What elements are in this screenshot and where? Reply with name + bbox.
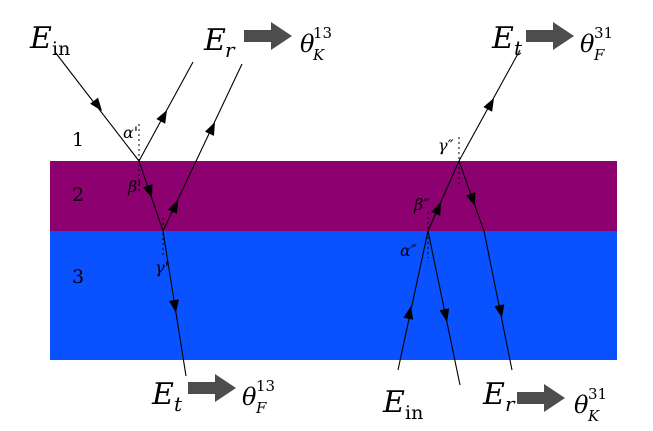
right-reflected-arrowhead [494,304,505,318]
right-incident-arrowhead [403,306,414,320]
layer-label-1: 1 [72,129,84,151]
left-e-t-label: E t [151,377,183,416]
block-right-arrow-icon [188,374,236,402]
block-right-arrow-icon [526,22,574,50]
right-internal-arrowhead [465,192,476,206]
svg-text:t: t [174,392,183,416]
left-reflected-arrowhead [156,110,167,124]
right-reflected-ray [483,230,513,371]
left-incident-arrowhead [90,97,102,111]
svg-text:θ: θ [574,391,589,419]
svg-text:F: F [255,399,267,417]
right-kerr-angle-label: θ K 31 [574,385,607,425]
svg-text:31: 31 [594,24,613,42]
svg-text:r: r [225,38,236,62]
left-kerr-angle-label: θ K 13 [300,24,332,64]
svg-text:F: F [593,46,605,64]
left-internal-arrowhead-2 [204,122,215,136]
right-e-r-label: E r [482,377,516,416]
svg-text:t: t [514,36,523,60]
right-angle-beta: β″ [413,195,429,214]
right-refracted-ray-layer2 [427,160,460,232]
right-refracted-arrowhead [431,202,441,216]
svg-text:K: K [587,407,600,425]
right-angle-gamma: γ″ [438,136,454,155]
layer-label-3: 3 [72,266,84,288]
layer-label-2: 2 [72,184,84,206]
left-angle-gamma: γ' [155,258,169,277]
block-right-arrow-icon [244,22,292,50]
layer-2-slab [50,161,617,231]
right-transmitted-arrowhead [483,98,494,112]
left-faraday-angle-label: θ F 13 [242,377,275,417]
svg-text:θ: θ [242,383,257,411]
right-internal-bottom-arrowhead [439,308,450,322]
left-transmitted-arrowhead [169,299,179,313]
svg-text:31: 31 [588,385,607,403]
layer-3-slab [50,231,617,360]
left-angle-beta: β' [127,177,142,196]
svg-text:E: E [151,377,174,412]
right-faraday-angle-label: θ F 31 [580,24,613,64]
svg-text:θ: θ [300,30,315,58]
svg-text:E: E [29,21,52,56]
svg-text:E: E [382,385,405,420]
svg-text:E: E [491,21,514,56]
svg-text:13: 13 [313,24,332,42]
right-incident-ray [397,230,429,371]
left-e-r-label: E r [203,23,236,62]
right-e-t-label: E t [491,21,523,60]
left-angle-alpha: α' [123,123,138,142]
svg-text:E: E [203,23,226,58]
right-angle-alpha: α″ [400,241,417,260]
svg-text:r: r [505,392,516,416]
left-internal-arrowhead [167,200,178,214]
right-internal-reflected-bottom [427,230,461,386]
right-e-in-label: E in [382,385,423,424]
left-refracted-arrowhead [143,184,153,198]
svg-text:13: 13 [256,377,275,395]
svg-text:in: in [52,38,70,60]
block-right-arrow-icon [517,384,565,412]
svg-text:E: E [482,377,505,412]
svg-text:K: K [312,46,325,64]
svg-text:θ: θ [580,30,595,58]
svg-text:in: in [405,402,423,424]
left-e-in-label: E in [29,21,70,60]
